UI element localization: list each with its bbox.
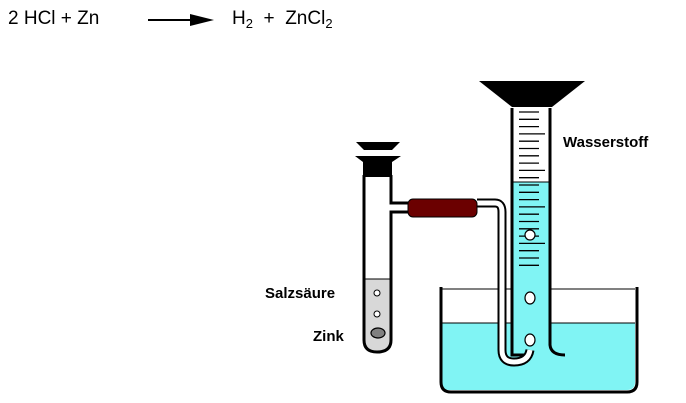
acid-bubbles xyxy=(373,289,381,318)
hydrogen-formula: H2 xyxy=(232,8,253,31)
reaction-arrow xyxy=(148,14,214,26)
beaker-water xyxy=(441,323,635,390)
test-tube xyxy=(362,175,408,354)
stopper-cap xyxy=(356,142,400,150)
equation-reactants: 2 HCl + Zn xyxy=(8,8,100,29)
scale-marks xyxy=(519,111,545,266)
rubber-tube xyxy=(407,198,478,218)
zinc-piece xyxy=(370,327,386,339)
beaker xyxy=(439,287,639,394)
gas-bubbles xyxy=(524,229,536,347)
test-tube-stopper xyxy=(355,156,401,177)
label-hydrogen: Wasserstoff xyxy=(563,134,649,151)
label-zinc: Zink xyxy=(313,328,344,345)
cylinder-water xyxy=(512,182,550,355)
label-acid: Salzsäure xyxy=(265,285,336,302)
cylinder-funnel xyxy=(479,81,585,107)
equation-products: H2 + ZnCl2 xyxy=(232,8,333,31)
zinc-chloride-formula: ZnCl2 xyxy=(285,8,333,31)
